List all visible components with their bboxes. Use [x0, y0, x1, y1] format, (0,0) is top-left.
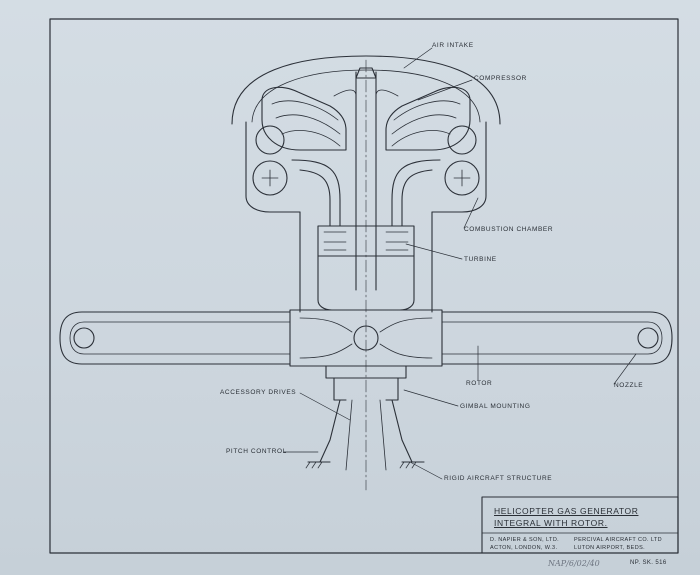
compressor-right-casing [385, 86, 471, 151]
right-chamber-centre [453, 169, 471, 187]
turbine-blades [323, 231, 409, 251]
rotor-hub [289, 309, 443, 367]
right-blade-tip-nozzle [637, 327, 659, 349]
compressor-left-vanes [271, 100, 341, 147]
hub-passages [299, 317, 433, 359]
hub-bearing [353, 325, 379, 351]
shaft-nose [355, 67, 377, 79]
sheet-border [49, 18, 679, 554]
leader-combustion-chamber [463, 197, 479, 229]
label-air-intake: AIR INTAKE [432, 42, 474, 49]
left-blade-inner [69, 321, 291, 355]
gimbal-ring [325, 365, 407, 379]
drawing-number: NP. SK. 516 [630, 560, 667, 566]
leader-gimbal-mounting [403, 389, 459, 407]
support-struts [319, 399, 413, 463]
compressor-right-vanes [391, 100, 461, 147]
right-outer-wall [431, 121, 487, 213]
label-combustion-chamber: COMBUSTION CHAMBER [464, 226, 554, 233]
left-blade-tip-nozzle [73, 327, 95, 349]
intake-dome [231, 55, 501, 125]
title-block-frame [481, 496, 679, 554]
control-rods [345, 399, 387, 471]
label-rotor: ROTOR [466, 380, 493, 387]
central-shaft [355, 71, 377, 291]
title-line-2: INTEGRAL WITH ROTOR. [494, 518, 608, 528]
label-turbine: TURBINE [464, 256, 497, 263]
label-rigid-aircraft-structure: RIGID AIRCRAFT STRUCTURE [444, 475, 553, 482]
company-napier-line-1: D. NAPIER & SON, LTD. [490, 537, 560, 543]
label-pitch-control: PITCH CONTROL [226, 448, 287, 455]
right-gas-duct [391, 159, 441, 227]
leader-compressor [417, 79, 473, 101]
left-upper-boss [255, 125, 285, 155]
left-combustion-chamber [252, 160, 288, 196]
label-compressor: COMPRESSOR [474, 75, 527, 82]
company-percival-line-1: PERCIVAL AIRCRAFT CO. LTD [574, 537, 663, 543]
leader-rigid-structure [409, 461, 443, 480]
leader-turbine [405, 243, 463, 260]
label-gimbal-mounting: GIMBAL MOUNTING [460, 403, 531, 410]
handwritten-reference: NAP/6/02/40 [548, 559, 600, 568]
left-outer-wall [245, 121, 301, 213]
right-blade-inner [441, 321, 663, 355]
right-combustion-chamber [444, 160, 480, 196]
compressor-inlet-lips [333, 89, 399, 97]
leader-air-intake [403, 47, 433, 69]
structure-hatching [305, 461, 417, 469]
turbine-casing [317, 225, 415, 257]
leader-accessory-drives [299, 392, 351, 421]
title-line-1: HELICOPTER GAS GENERATOR [494, 506, 639, 516]
right-upper-boss [447, 125, 477, 155]
accessory-housing [333, 377, 399, 401]
company-percival-line-2: LUTON AIRPORT, BEDS. [574, 545, 646, 551]
label-nozzle: NOZZLE [614, 382, 644, 389]
left-gas-duct [291, 159, 341, 227]
left-chamber-centre [261, 169, 279, 187]
left-rotor-blade [59, 311, 291, 365]
leader-nozzle [613, 353, 637, 385]
compressor-left-casing [261, 86, 347, 151]
body-sides [299, 211, 433, 313]
right-rotor-blade [441, 311, 673, 365]
company-napier-line-2: ACTON, LONDON, W.3. [490, 545, 558, 551]
label-accessory-drives: ACCESSORY DRIVES [220, 389, 297, 396]
